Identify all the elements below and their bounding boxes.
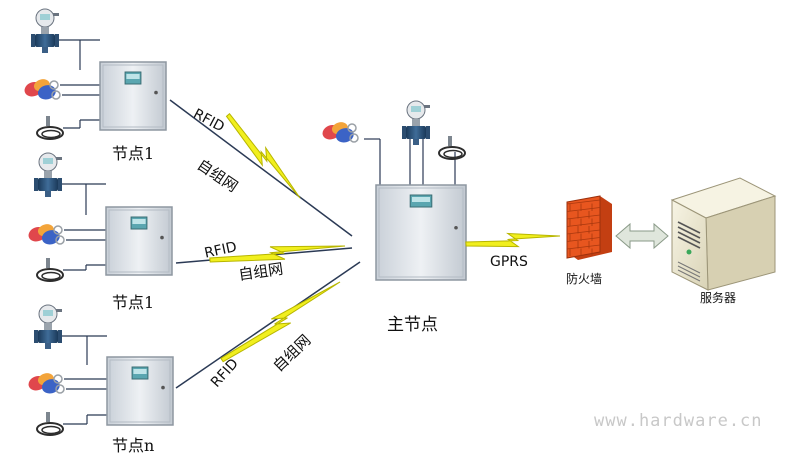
node-1-flowmeter-icon bbox=[30, 8, 60, 54]
node-label-n: 节点n bbox=[112, 436, 155, 455]
link-3-lightning-bolt-icon bbox=[220, 281, 341, 363]
firewall-label: 防火墙 bbox=[566, 272, 603, 286]
node-label-1: 节点1 bbox=[112, 144, 155, 163]
node-2-rfid-tag-icon bbox=[25, 221, 65, 248]
main-node-rfid-tag-icon bbox=[319, 119, 359, 146]
node-2-cabinet bbox=[105, 206, 173, 276]
node-2-pressure-sensor-icon bbox=[36, 257, 64, 282]
node-label-2: 节点1 bbox=[112, 293, 155, 312]
main-node-flowmeter-icon bbox=[401, 100, 431, 146]
node-n-rfid-tag-icon bbox=[25, 370, 65, 397]
link-1-lightning-bolt-icon bbox=[225, 112, 301, 199]
uplink-protocol: GPRS bbox=[490, 254, 528, 270]
main-node-pressure-sensor-icon bbox=[438, 135, 466, 160]
main-node-label: 主节点 bbox=[387, 315, 438, 335]
server-icon bbox=[670, 177, 777, 291]
double-arrow-icon bbox=[615, 222, 669, 250]
node-n-cabinet bbox=[106, 356, 174, 426]
node-n-flowmeter-icon bbox=[33, 304, 63, 350]
node-1-cabinet bbox=[99, 61, 167, 131]
firewall-icon bbox=[566, 195, 612, 260]
main-node-cabinet bbox=[375, 184, 467, 281]
wireless-links bbox=[209, 112, 561, 363]
connection-lines bbox=[59, 39, 456, 425]
server-label: 服务器 bbox=[700, 291, 737, 305]
node-n-pressure-sensor-icon bbox=[36, 411, 64, 436]
node-2-flowmeter-icon bbox=[33, 152, 63, 198]
uplink-lightning-bolt-icon bbox=[465, 232, 561, 248]
node-1-rfid-tag-icon bbox=[21, 76, 61, 103]
link-2-lightning-bolt-icon bbox=[209, 245, 346, 263]
node-1-pressure-sensor-icon bbox=[36, 115, 64, 140]
devices-layer bbox=[21, 8, 777, 436]
watermark: www.hardware.cn bbox=[594, 411, 763, 431]
